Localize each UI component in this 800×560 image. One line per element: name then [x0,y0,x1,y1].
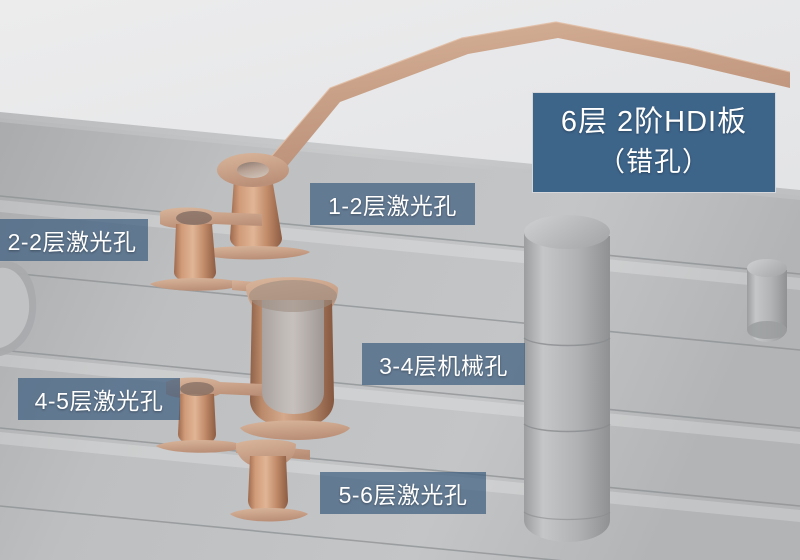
callout-label-via-1-2: 1-2层激光孔 [310,183,475,225]
resin-post-small [747,259,787,342]
callout-label-via-2-2: 2-2层激光孔 [0,219,148,261]
resin-post-large [523,215,611,542]
callout-label-via-3-4: 3-4层机械孔 [362,343,525,385]
board-left-notch [0,261,37,356]
title-box: 6层 2阶HDI板 （错孔） [532,92,776,193]
laser-via-5-6 [230,439,308,522]
copper-surface-trace [257,21,791,182]
mechanical-via-3-4 [240,277,350,440]
callout-label-via-4-5: 4-5层激光孔 [18,378,180,420]
callout-label-via-5-6: 5-6层激光孔 [320,472,486,514]
laser-via-2-2 [150,207,300,296]
title-line-2: （错孔） [598,147,710,178]
title-line-1: 6层 2阶HDI板 [560,106,748,139]
board-layer-seams [0,195,800,560]
